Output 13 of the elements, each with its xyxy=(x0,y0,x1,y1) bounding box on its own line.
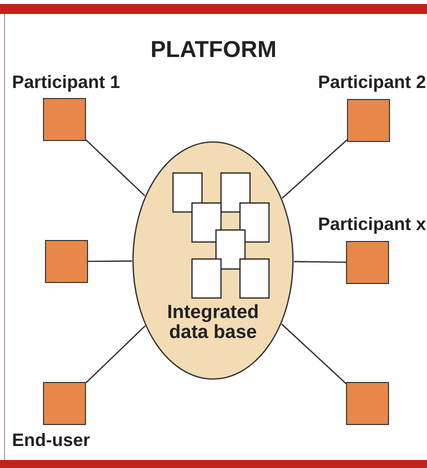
connector-line xyxy=(88,260,132,262)
database-ellipse xyxy=(132,141,294,380)
connector-line xyxy=(86,325,146,384)
participant-label: Participant x xyxy=(318,214,426,234)
connector-line xyxy=(281,324,346,384)
connector-line xyxy=(86,139,146,196)
connector-line xyxy=(282,139,348,199)
participant-label: Participant 1 xyxy=(12,72,120,92)
diagram-title: PLATFORM xyxy=(149,36,278,63)
connector-line xyxy=(294,260,346,263)
participant-label: Participant 2 xyxy=(318,72,426,92)
participant-label: End-user xyxy=(12,430,90,450)
node-label: Integrated data base xyxy=(166,303,260,343)
